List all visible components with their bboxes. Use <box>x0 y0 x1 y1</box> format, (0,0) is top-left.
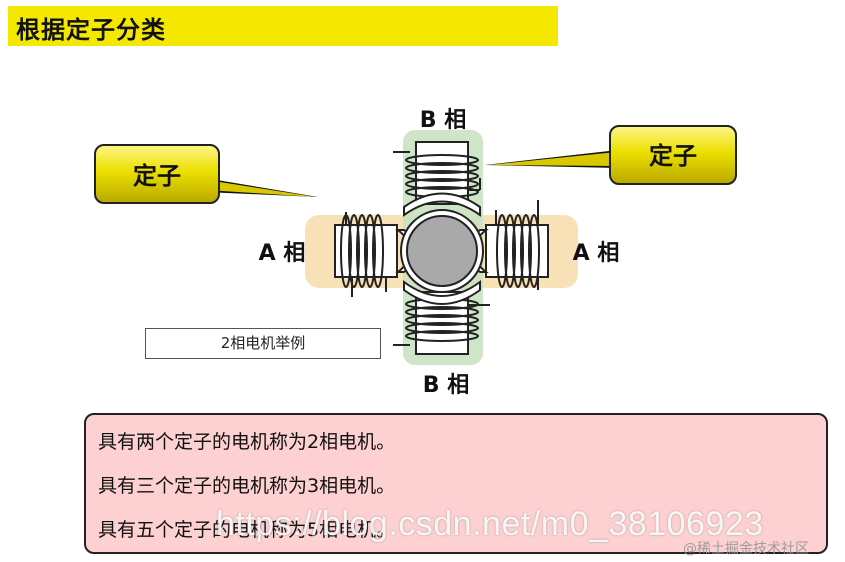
info-line-3-phase: 具有三个定子的电机称为3相电机。 <box>98 475 396 497</box>
info-box: 具有两个定子的电机称为2相电机。 具有三个定子的电机称为3相电机。 具有五个定子… <box>84 413 828 554</box>
stator-top <box>393 141 481 217</box>
info-line-5-phase: 具有五个定子的电机称为5相电机。 <box>98 519 396 541</box>
info-line-2-phase: 具有两个定子的电机称为2相电机。 <box>98 431 396 453</box>
stator-callout-left <box>94 144 318 204</box>
callout-left-label: 定子 <box>133 162 181 190</box>
example-label-box: 2相电机举例 <box>145 328 381 359</box>
watermark-source: @稀土掘金技术社区 <box>683 541 809 557</box>
callout-right-label: 定子 <box>649 142 697 170</box>
label-a-right: A 相 <box>573 241 620 266</box>
stator-callout-right <box>485 125 737 185</box>
watermark-url: https://blog.csdn.net/m0_38106923 <box>216 505 764 543</box>
title-band <box>8 6 558 46</box>
page-title: 根据定子分类 <box>16 16 166 44</box>
label-b-bottom: B 相 <box>423 373 469 398</box>
rotor-core <box>406 215 478 287</box>
label-a-left: A 相 <box>259 241 306 266</box>
label-b-top: B 相 <box>420 108 466 133</box>
stator-bottom <box>393 280 490 355</box>
